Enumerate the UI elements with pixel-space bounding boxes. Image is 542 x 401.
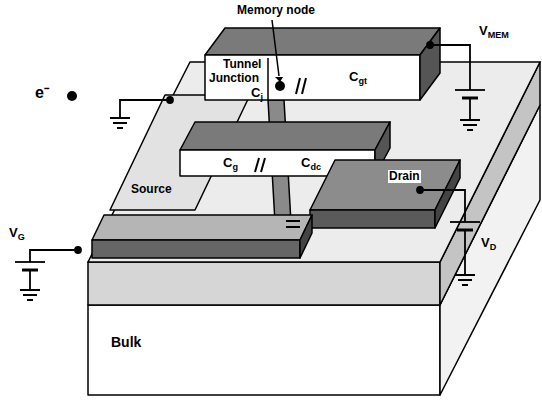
memory-node-dot (275, 81, 285, 91)
voltage-label: VD (480, 236, 497, 250)
part-label: Junction (208, 72, 260, 85)
drain-side (435, 160, 460, 228)
leader-arrowhead (275, 77, 283, 82)
terminal-label: Drain (388, 170, 421, 183)
drain-front (310, 210, 435, 228)
capacitor-symbols (255, 78, 306, 227)
electron-label: e⁻ (34, 84, 50, 102)
voltage-label: VG (8, 226, 26, 240)
junction-line (267, 58, 269, 100)
gate-front (92, 240, 300, 258)
oxide-front (88, 262, 440, 305)
part-label: Tunnel (222, 58, 262, 71)
memory-gate-top (205, 28, 440, 55)
wires (15, 42, 485, 300)
side-gate-top (180, 122, 390, 150)
electron-dot (67, 91, 77, 101)
bulk-front (88, 305, 440, 395)
gate-side (300, 215, 312, 258)
memory-gate-side (420, 28, 440, 100)
gate-top (92, 215, 312, 240)
drain-top (310, 160, 460, 210)
terminal-label: Source (130, 183, 173, 196)
capacitance-label: Cg (222, 156, 239, 170)
capacitance-label: Cgt (348, 70, 368, 84)
capacitance-label: Cj (250, 86, 264, 100)
memory-node-leader (272, 20, 279, 76)
callout-label: Memory node (236, 4, 316, 17)
capacitance-label: Cdc (300, 156, 322, 170)
memory-gate-front (205, 55, 420, 100)
voltage-label: VMEM (478, 24, 510, 38)
substrate-label: Bulk (110, 335, 142, 350)
